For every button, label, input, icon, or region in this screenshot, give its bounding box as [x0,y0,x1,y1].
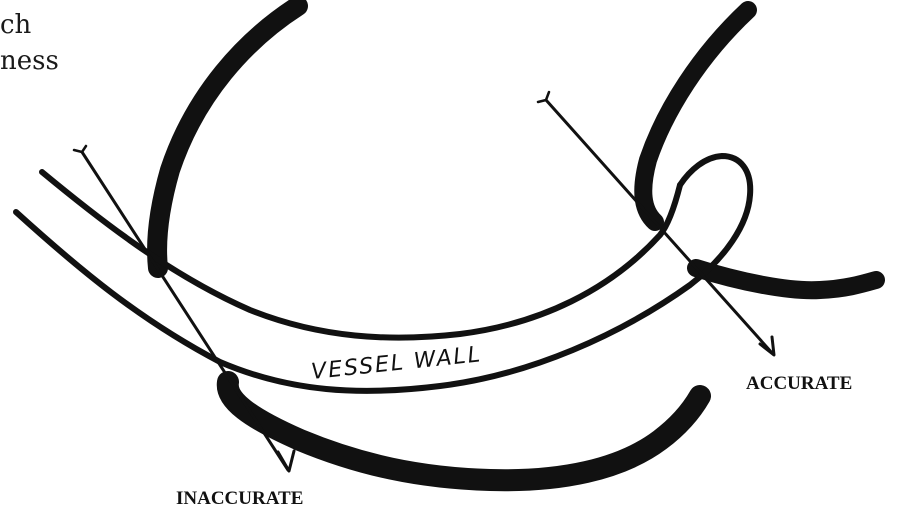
upper-left-thick-arc [157,6,298,268]
inaccurate-label: INACCURATE [176,488,303,509]
inaccurate-needle-tail [74,146,86,152]
accurate-label: ACCURATE [746,373,852,394]
lower-thick-arc [228,382,700,480]
cropped-caption: ch ness [0,0,126,86]
upper-right-thick-arc [643,10,748,222]
caption-line-1: ch [0,8,31,42]
vessel-wall-label: VESSEL WALL [310,342,483,385]
right-thick-segment [696,268,876,290]
caption-line-2: ness [0,44,59,78]
